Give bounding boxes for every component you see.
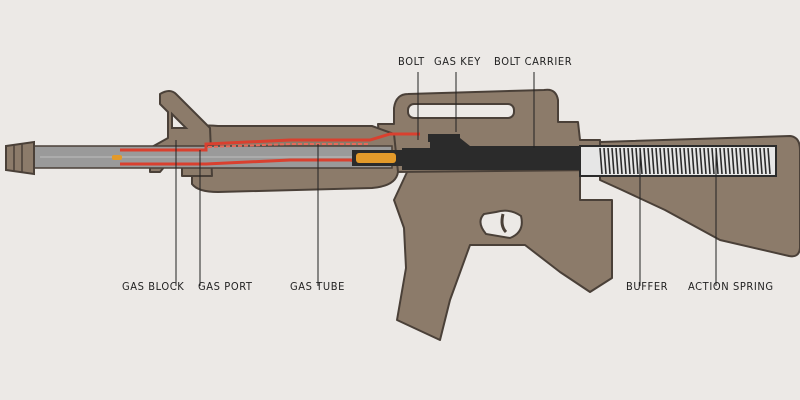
gas-tube-outline [120,132,420,152]
spring-coil [703,147,707,175]
carry-handle-window [407,103,515,119]
spring-coil [631,147,635,175]
spring-coil [647,147,651,175]
spring-coil [607,147,611,175]
spring-coil [683,147,687,175]
spring-coil [747,147,751,175]
label-gas-tube: GAS TUBE [290,280,345,293]
label-gas-block: GAS BLOCK [122,280,185,293]
gas-tube-inner [207,143,370,148]
lower-receiver [393,169,613,341]
label-bolt: BOLT [398,55,425,68]
spring-coil [735,147,739,175]
action-spring-coils [599,147,771,175]
spring-coil [767,147,771,175]
spring-coil [603,147,607,175]
front-sight-window [171,111,189,129]
spring-coil [687,147,691,175]
spring-coil [739,147,743,175]
spring-coil [719,147,723,175]
spring-coil [723,147,727,175]
label-bolt-carrier: BOLT CARRIER [494,55,573,68]
bullet-tip [112,155,122,160]
label-buffer: BUFFER [626,280,669,293]
trigger [500,213,508,234]
spring-coil [611,147,615,175]
spring-coil [699,147,703,175]
cartridge [356,153,396,163]
flash-hider [5,140,35,176]
spring-coil [635,147,639,175]
spring-coil [667,147,671,175]
label-action-spring: ACTION SPRING [688,280,774,293]
spring-coil [743,147,747,175]
spring-coil [643,147,647,175]
spring-coil [663,147,667,175]
spring-coil [627,147,631,175]
label-gas-key: GAS KEY [434,55,481,68]
spring-coil [731,147,735,175]
gas-key-part [428,134,460,142]
spring-coil [707,147,711,175]
label-gas-port: GAS PORT [198,280,253,293]
spring-coil [755,147,759,175]
spring-coil [727,147,731,175]
spring-coil [695,147,699,175]
spring-coil [759,147,763,175]
spring-coil [655,147,659,175]
spring-coil [679,147,683,175]
spring-coil [659,147,663,175]
spring-coil [751,147,755,175]
spring-coil [623,147,627,175]
spring-coil [763,147,767,175]
spring-coil [691,147,695,175]
bolt-carrier-group [402,138,580,170]
spring-coil [615,147,619,175]
spring-coil [651,147,655,175]
spring-coil [619,147,623,175]
spring-coil [599,147,603,175]
spring-coil [675,147,679,175]
spring-coil [711,147,715,175]
spring-coil [671,147,675,175]
